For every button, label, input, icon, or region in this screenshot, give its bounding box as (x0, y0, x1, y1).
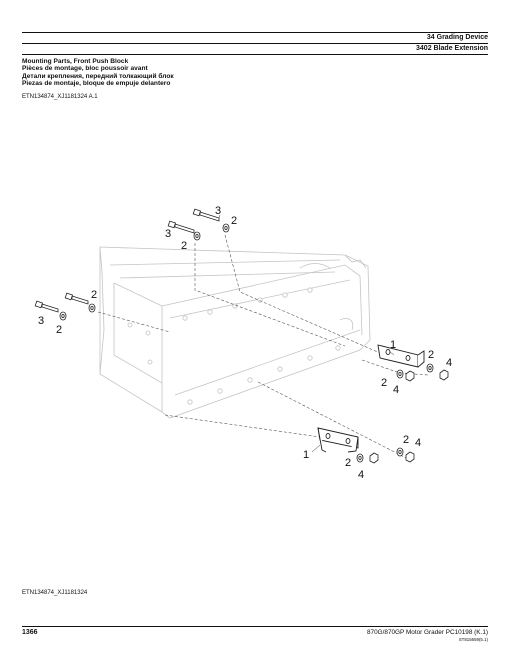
callout-left-washer-upper: 2 (91, 289, 97, 301)
figure-caption: ETN134874_XJ1181324 (22, 590, 88, 596)
callout-top-washer-lower: 2 (181, 240, 187, 252)
section-title: 34 Grading Device (426, 34, 488, 41)
header-rule-bottom (22, 54, 488, 55)
callout-bottom-bracket: 1 (303, 449, 309, 461)
callout-bottom-nut-upper: 4 (415, 437, 421, 449)
callout-top-bolt-upper: 3 (215, 205, 221, 217)
bottom-bracket (317, 427, 359, 453)
push-block-housing (99, 246, 371, 419)
callout-right-nut-lower: 4 (393, 384, 399, 396)
title-russian: Детали крепления, передний толкающий бло… (22, 72, 174, 80)
right-bracket (377, 344, 425, 368)
footer-document-info: 870G/870GP Motor Grader PC10198 (K.1) (366, 629, 488, 636)
callout-bottom-washer-upper: 2 (403, 434, 409, 446)
top-bolt-lower (167, 220, 195, 234)
callout-top-bolt-lower: 3 (165, 228, 171, 240)
title-french: Pièces de montage, bloc poussoir avant (22, 65, 148, 73)
callout-left-washer-lower: 2 (56, 324, 62, 336)
title-english: Mounting Parts, Front Push Block (22, 58, 129, 65)
callout-bottom-washer-lower: 2 (345, 457, 351, 469)
page-number: 1366 (22, 629, 38, 636)
top-bolt-upper (192, 208, 220, 222)
leader-lines (218, 214, 395, 453)
callout-left-bolt: 3 (38, 315, 44, 327)
figure-reference: ETN134874_XJ1181324 A.1 (22, 94, 98, 100)
callout-right-nut-upper: 4 (446, 357, 452, 369)
callout-right-bracket: 1 (390, 339, 396, 351)
left-bolt-upper (64, 292, 89, 305)
header-rule-middle (22, 43, 488, 44)
title-spanish: Piezas de montaje, bloque de empuje dela… (22, 80, 171, 88)
callout-bottom-nut-lower: 4 (358, 469, 364, 481)
left-bolt-lower (34, 300, 59, 313)
footer-rule (22, 626, 488, 627)
top-washers (193, 223, 230, 241)
callout-top-washer-upper: 2 (231, 215, 237, 227)
right-hardware (396, 363, 449, 382)
left-washers (59, 303, 96, 321)
multilingual-title-block: Mounting Parts, Front Push Block Pièces … (22, 58, 174, 88)
header-rule-top (22, 32, 488, 33)
callout-right-washer-lower: 2 (381, 377, 387, 389)
subsection-title: 3402 Blade Extension (416, 45, 488, 52)
footer-document-code: ST815659(5.1) (458, 637, 488, 642)
callout-right-washer-upper: 2 (428, 349, 434, 361)
bottom-hardware (356, 447, 415, 464)
